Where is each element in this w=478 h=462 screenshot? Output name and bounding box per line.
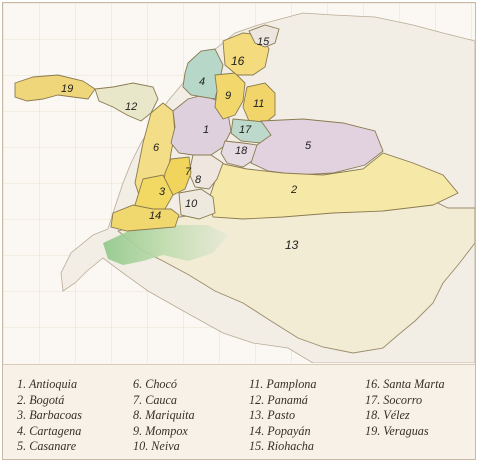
legend-item: 13. Pasto (249, 408, 296, 422)
legend-column-1: 1. Antioquia 2. Bogotá 3. Barbacoas 4. C… (17, 377, 82, 455)
legend-item: 8. Mariquita (133, 408, 195, 422)
region-label-4: 4 (199, 76, 205, 88)
legend-column-4: 16. Santa Marta 17. Socorro 18. Vélez 19… (365, 377, 445, 439)
legend-item: 16. Santa Marta (365, 377, 445, 391)
region-label-10: 10 (185, 198, 198, 210)
legend-item: 5. Casanare (17, 439, 77, 453)
region-7 (162, 156, 192, 196)
region-label-13: 13 (285, 238, 299, 252)
legend-item: 7. Cauca (133, 392, 178, 407)
region-label-2: 2 (290, 184, 297, 196)
legend-item: 17. Socorro (365, 392, 423, 407)
region-label-18: 18 (235, 145, 248, 157)
region-label-12: 12 (125, 101, 137, 113)
region-label-8: 8 (195, 174, 202, 186)
region-15 (248, 24, 280, 48)
legend-item: 1. Antioquia (17, 377, 78, 391)
region-label-9: 9 (225, 90, 231, 102)
region-label-11: 11 (253, 98, 264, 110)
legend-item: 2. Bogotá (17, 392, 65, 407)
legend-item: 12. Panamá (249, 392, 308, 407)
map-legend: 1. Antioquia 2. Bogotá 3. Barbacoas 4. C… (3, 364, 475, 459)
legend-item: 15. Riohacha (249, 439, 314, 453)
region-label-14: 14 (149, 210, 161, 222)
region-label-7: 7 (185, 166, 192, 178)
region-4 (182, 48, 224, 100)
legend-item: 6. Chocó (133, 377, 178, 391)
region-9 (214, 72, 246, 120)
legend-column-2: 6. Chocó 7. Cauca 8. Mariquita 9. Mompox… (133, 377, 195, 455)
region-label-3: 3 (159, 186, 166, 198)
legend-item: 14. Popayán (249, 423, 311, 438)
region-label-1: 1 (203, 124, 209, 136)
region-10 (178, 188, 216, 220)
region-label-19: 19 (61, 83, 73, 95)
region-label-16: 16 (231, 54, 245, 68)
region-label-17: 17 (239, 124, 252, 136)
legend-item: 4. Cartagena (17, 423, 82, 438)
legend-item: 18. Vélez (365, 408, 410, 422)
region-19 (14, 74, 96, 102)
region-11 (242, 82, 276, 124)
region-label-15: 15 (257, 36, 270, 48)
legend-item: 10. Neiva (133, 439, 180, 453)
legend-item: 3. Barbacoas (17, 408, 82, 422)
legend-item: 9. Mompox (133, 423, 188, 438)
region-label-6: 6 (153, 142, 160, 154)
region-5 (250, 118, 384, 176)
region-label-5: 5 (305, 140, 312, 152)
region-18 (220, 140, 258, 168)
legend-column-3: 11. Pamplona 12. Panamá 13. Pasto 14. Po… (249, 377, 316, 455)
andes-relief (103, 225, 228, 265)
region-14 (110, 204, 180, 232)
legend-item: 11. Pamplona (249, 377, 317, 391)
legend-item: 19. Veraguas (365, 423, 429, 438)
map-canvas: 1 2 3 4 5 6 7 8 9 10 11 12 13 14 15 16 1… (3, 3, 475, 363)
